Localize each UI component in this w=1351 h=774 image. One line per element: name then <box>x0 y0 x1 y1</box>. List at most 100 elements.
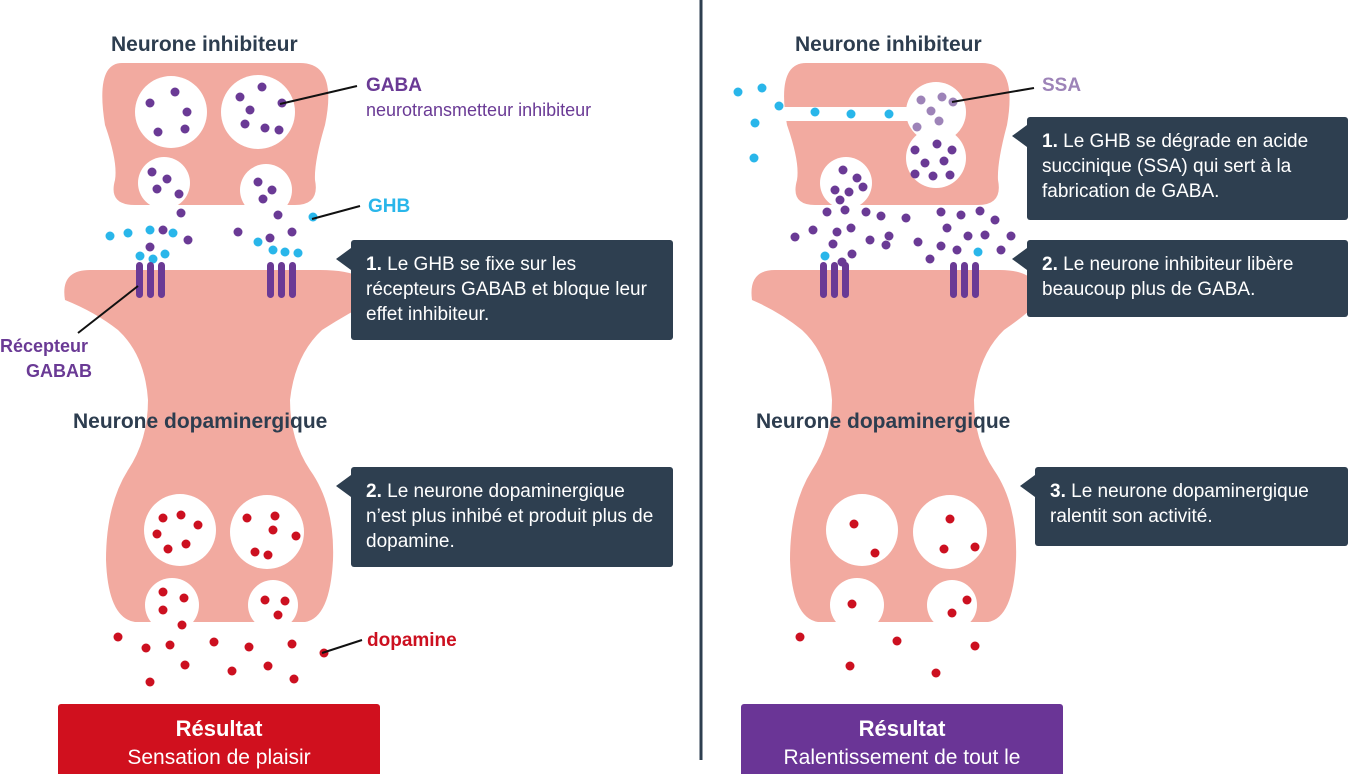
right-callout-3: 3. Le neurone dopaminergique ralentit so… <box>1020 467 1348 546</box>
dopamine-molecule <box>847 599 857 609</box>
gabab-receptor <box>950 262 979 298</box>
gaba-molecule <box>258 194 268 204</box>
gaba-molecule <box>865 235 875 245</box>
left-panel-neurons <box>64 63 376 622</box>
gaba-molecule <box>928 171 938 181</box>
ghb-molecule <box>160 249 170 259</box>
gaba-molecule <box>858 182 868 192</box>
right-callout-1: 1. Le GHB se dégrade en acide succinique… <box>1012 117 1348 220</box>
dopamine-molecule <box>263 661 273 671</box>
gaba-molecule <box>884 231 894 241</box>
vesicle <box>927 580 977 630</box>
gaba-molecule <box>945 170 955 180</box>
gaba-molecule <box>910 169 920 179</box>
gaba-molecule <box>828 239 838 249</box>
gaba-molecule <box>830 185 840 195</box>
dopamine-molecule <box>227 666 237 676</box>
dopamine-molecule <box>152 529 162 539</box>
ghb-molecule <box>135 251 145 261</box>
ssa-molecule <box>937 92 947 102</box>
gaba-molecule <box>932 139 942 149</box>
ghb-molecule <box>774 101 784 111</box>
gaba-molecule <box>180 124 190 134</box>
gaba-molecule <box>844 187 854 197</box>
dopamine-molecule <box>263 550 273 560</box>
gaba-molecule <box>881 240 891 250</box>
ghb-molecule <box>820 251 830 261</box>
dopamine-molecule <box>179 593 189 603</box>
gaba-molecule <box>876 211 886 221</box>
result-text: Sensation de plaisir <box>127 746 311 769</box>
gaba-molecule <box>162 174 172 184</box>
dopamine-molecule <box>193 520 203 530</box>
vesicle <box>913 495 987 569</box>
gaba-molecule <box>267 185 277 195</box>
callout-number: 3. <box>1050 481 1066 502</box>
left-callout-1: 1. Le GHB se fixe sur les récepteurs GAB… <box>336 240 673 340</box>
gaba-molecule <box>822 207 832 217</box>
callout-text: Le GHB se dégrade en acide succinique (S… <box>1042 131 1309 202</box>
left-result-box: Résultat Sensation de plaisir <box>58 704 380 774</box>
gaba-molecule <box>233 227 243 237</box>
vesicle <box>826 494 898 566</box>
gaba-molecule <box>153 127 163 137</box>
gaba-molecule <box>925 254 935 264</box>
gaba-molecule <box>947 145 957 155</box>
gaba-molecule <box>963 231 973 241</box>
left-receptors <box>136 262 296 298</box>
ghb-molecule <box>293 248 303 258</box>
result-text: Ralentissement de tout le <box>783 746 1021 769</box>
gabab-receptor <box>136 262 165 298</box>
gaba-molecule <box>861 207 871 217</box>
vesicle <box>138 157 190 209</box>
gaba-molecule <box>1006 231 1016 241</box>
dopamine-molecule <box>270 511 280 521</box>
gabab-receptor <box>820 262 849 298</box>
gaba-molecule <box>835 195 845 205</box>
gaba-molecule <box>183 235 193 245</box>
ghb-molecule <box>733 87 743 97</box>
vesicle <box>230 495 304 569</box>
dopamine-molecule <box>158 605 168 615</box>
vesicle <box>248 580 298 630</box>
callout-number: 2. <box>1042 254 1058 275</box>
gaba-molecule <box>145 98 155 108</box>
gaba-sublabel: neurotransmetteur inhibiteur <box>366 100 592 120</box>
dopamine-molecule <box>165 640 175 650</box>
dopamine-molecule <box>870 548 880 558</box>
gaba-molecule <box>174 189 184 199</box>
gaba-molecule <box>936 241 946 251</box>
ghb-molecule <box>846 109 856 119</box>
vesicle <box>145 578 199 632</box>
gaba-molecule <box>235 92 245 102</box>
ghb-label: GHB <box>368 196 411 217</box>
ghb-molecule <box>884 109 894 119</box>
gaba-molecule <box>990 215 1000 225</box>
callout-text: Le neurone inhibiteur libère beaucoup pl… <box>1042 254 1294 300</box>
gaba-molecule <box>846 223 856 233</box>
dopamine-molecule <box>845 661 855 671</box>
gaba-molecule <box>158 225 168 235</box>
callout-number: 1. <box>366 254 382 275</box>
dopamine-label: dopamine <box>367 630 457 651</box>
callout-text: Le neurone dopaminergique n’est plus inh… <box>366 481 654 552</box>
dopamine-molecule <box>945 514 955 524</box>
ghb-molecule <box>145 225 155 235</box>
gaba-molecule <box>257 82 267 92</box>
ghb-molecule <box>168 228 178 238</box>
ghb-molecule <box>308 212 318 222</box>
gaba-molecule <box>975 206 985 216</box>
gaba-molecule <box>832 227 842 237</box>
dopamine-molecule <box>970 542 980 552</box>
gaba-molecule <box>956 210 966 220</box>
dopamine-molecule <box>849 519 859 529</box>
dopamine-molecule <box>260 595 270 605</box>
ssa-molecule <box>912 122 922 132</box>
dopamine-molecule <box>970 641 980 651</box>
gaba-molecule <box>253 177 263 187</box>
gaba-molecule <box>901 213 911 223</box>
dopamine-molecule <box>931 668 941 678</box>
dopamine-molecule <box>892 636 902 646</box>
ghb-molecule <box>268 245 278 255</box>
